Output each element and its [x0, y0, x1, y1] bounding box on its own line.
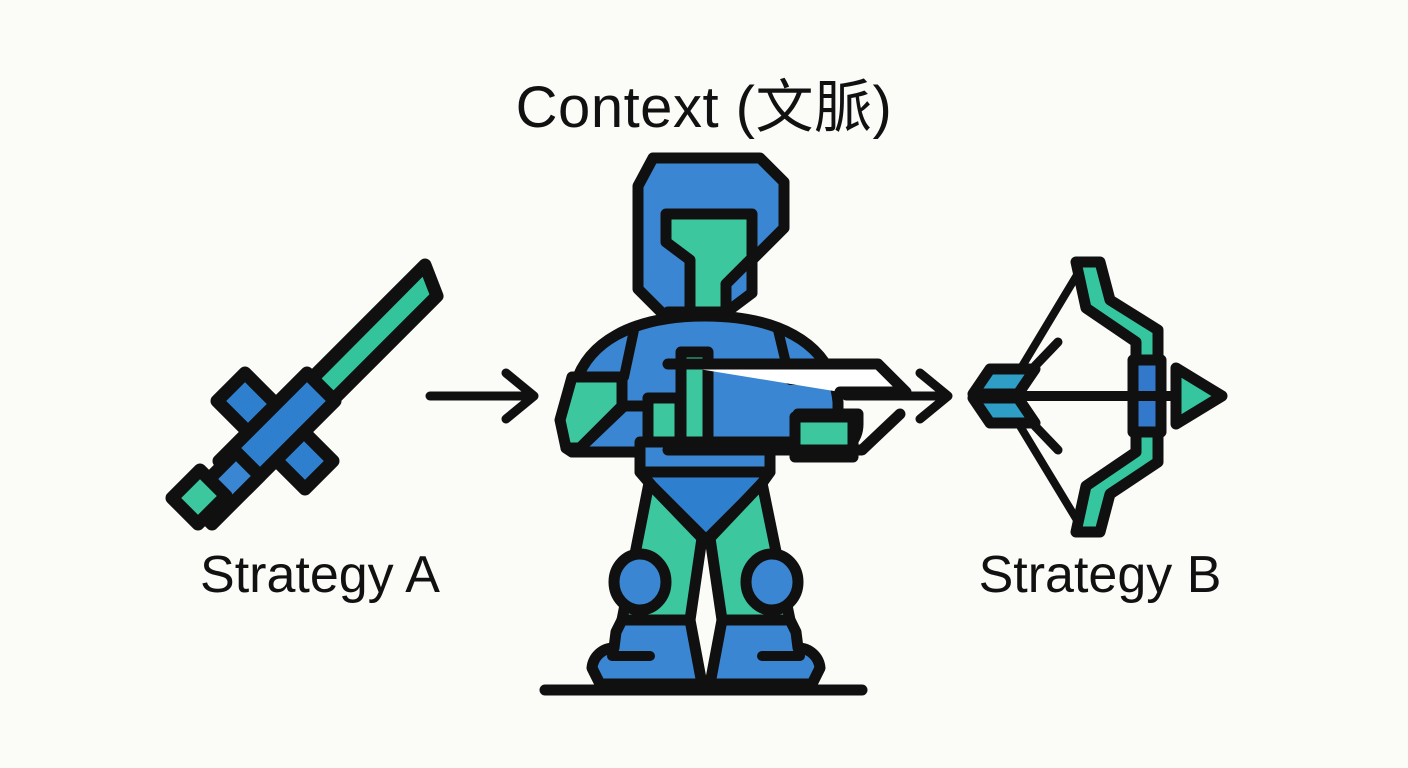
- center-arrow-body-lower: [662, 408, 906, 456]
- arrow-right-head: [915, 368, 953, 424]
- sword-icon: [165, 258, 444, 531]
- arrow-right-icon-right: [841, 368, 953, 424]
- bow-arrowhead: [1170, 362, 1228, 430]
- strategy-a-label: Strategy A: [200, 546, 440, 604]
- strategy-b-label: Strategy B: [978, 546, 1222, 604]
- page-title: Context (文脈): [515, 75, 893, 140]
- arrow-right-icon-left: [425, 368, 539, 424]
- knight-figure-icon: [554, 152, 864, 690]
- arrow-left-head: [501, 368, 539, 424]
- bow-limb: [1070, 256, 1164, 538]
- bow-arrow-nock: [1030, 337, 1063, 455]
- bow-and-arrow-icon: [967, 256, 1228, 538]
- sword-pommel: [165, 463, 233, 531]
- bow-arrow-fletching-bottom: [967, 392, 1041, 429]
- bow-arrow-fletching-top: [967, 363, 1041, 400]
- knight-left-knee: [608, 548, 672, 616]
- knight-right-knee: [740, 548, 804, 616]
